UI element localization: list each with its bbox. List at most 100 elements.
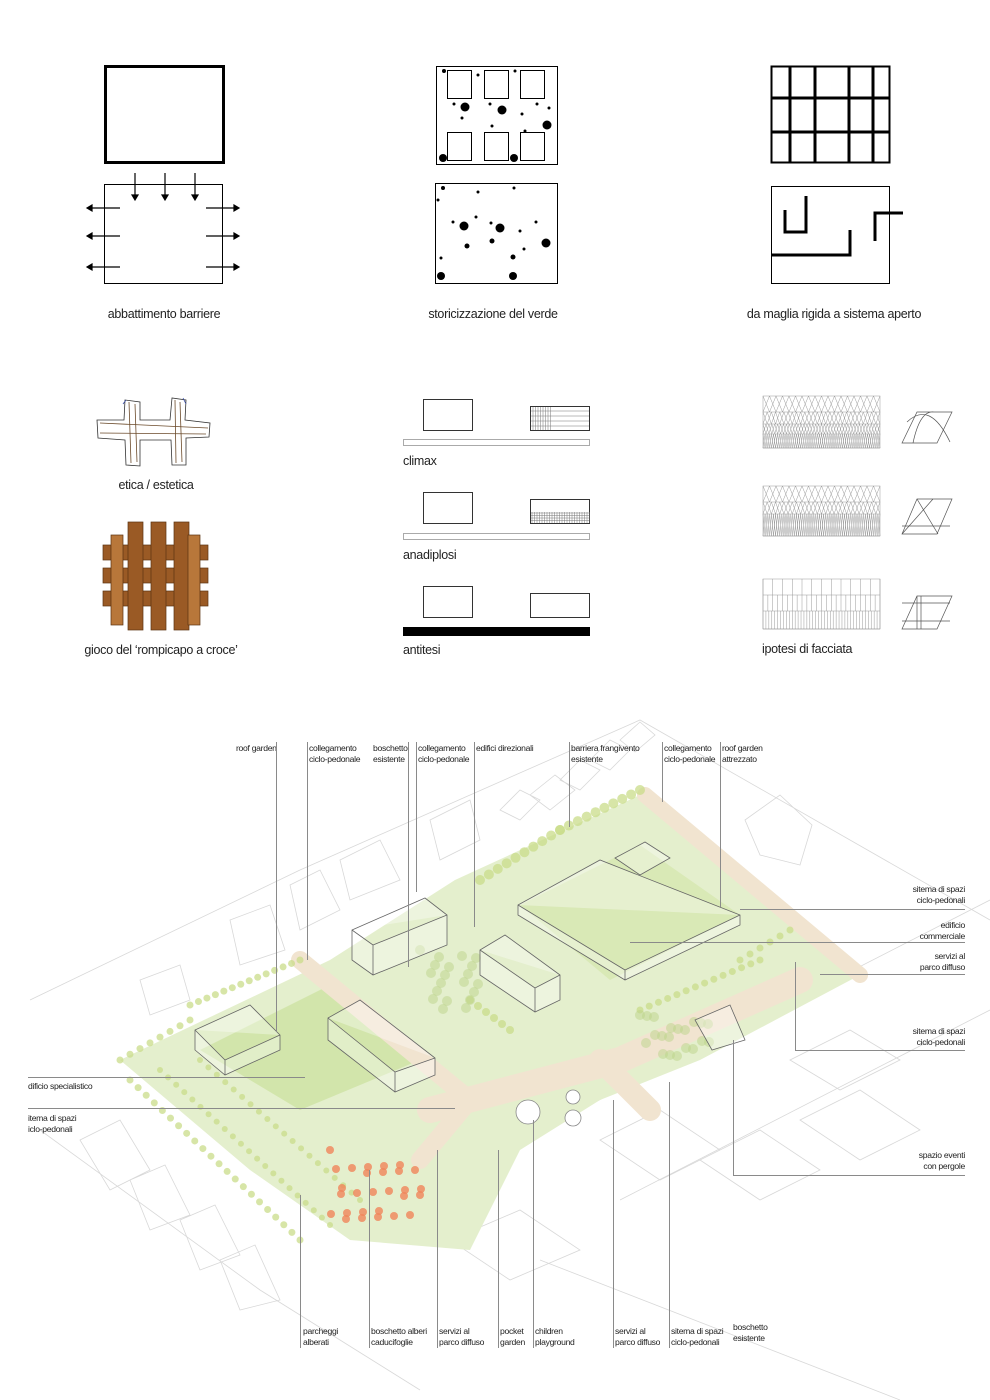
tree-orange: [395, 1167, 403, 1175]
tree: [415, 945, 425, 955]
tree: [222, 1079, 229, 1086]
tree: [247, 1101, 254, 1108]
label-collegamento-3: collegamento ciclo-pedonale: [664, 743, 716, 764]
tree: [438, 1004, 448, 1014]
tree: [213, 1071, 220, 1078]
tree-orange: [401, 1186, 409, 1194]
label-boschetto-esistente: boschetto esistente: [373, 743, 408, 764]
tree: [641, 1038, 651, 1048]
tree: [279, 963, 287, 971]
tree: [672, 1051, 682, 1061]
tree: [166, 1027, 174, 1035]
tree: [475, 875, 485, 885]
tree: [473, 979, 483, 989]
tree: [228, 984, 236, 992]
tree: [183, 1129, 191, 1137]
tree: [197, 1057, 203, 1063]
tree-orange: [379, 1168, 387, 1176]
leader-line: [720, 742, 721, 907]
tree: [221, 1126, 228, 1133]
tree: [327, 1222, 333, 1228]
cross-sketch: [96, 397, 211, 467]
tree: [444, 962, 454, 972]
tree: [626, 789, 637, 800]
tree: [289, 1138, 296, 1145]
tree: [786, 926, 794, 934]
label-sistema-spazi-left: itema di spazi iclo-pedonali: [28, 1113, 77, 1134]
tree-orange: [406, 1211, 414, 1219]
tree: [254, 1155, 261, 1162]
leader-line: [820, 974, 965, 975]
park-ground: [120, 795, 860, 1250]
label-collegamento-1: collegamento ciclo-pedonale: [309, 743, 361, 764]
tree: [463, 969, 473, 979]
label-children-playground: children playground: [535, 1326, 575, 1347]
label-sistema-spazi-bottom: sitema di spazi ciclo-pedonali: [671, 1326, 724, 1347]
tree: [280, 1221, 288, 1229]
tree: [426, 968, 436, 978]
tree: [736, 956, 744, 964]
tree-orange: [326, 1146, 334, 1154]
tree: [673, 991, 681, 999]
caption-anadiplosi: anadiplosi: [403, 548, 457, 562]
tree: [483, 869, 494, 880]
tree: [506, 1026, 514, 1034]
tree-orange: [364, 1163, 372, 1171]
label-servizi-parco-3: servizi al parco diffuso: [615, 1326, 661, 1347]
tree: [537, 836, 548, 847]
tree-orange: [338, 1184, 346, 1192]
tree: [519, 847, 530, 858]
tree-orange: [332, 1165, 340, 1173]
tree: [682, 987, 690, 995]
tree: [175, 1122, 183, 1130]
tree: [286, 1185, 293, 1192]
tree: [255, 1108, 262, 1115]
concept-diagrams: [85, 65, 953, 636]
tree: [459, 977, 469, 987]
caption-maglia-sistema-aperto: da maglia rigida a sistema aperto: [746, 307, 922, 321]
caption-abbattimento-barriere: abbattimento barriere: [107, 307, 221, 321]
leader-line: [416, 742, 417, 892]
tree: [467, 961, 477, 971]
tree: [173, 1081, 180, 1088]
tree: [738, 964, 746, 972]
tree: [474, 1002, 482, 1010]
tree: [288, 1228, 296, 1236]
tree: [599, 802, 610, 813]
leader-line: [740, 909, 965, 910]
tree: [428, 994, 438, 1004]
tree: [134, 1084, 142, 1092]
tree: [254, 973, 262, 981]
tree: [271, 966, 279, 974]
label-sistema-spazi-2: sitema di spazi ciclo-pedonali: [912, 1026, 966, 1047]
pedestrian-paths: [291, 787, 868, 1169]
tree: [272, 1123, 279, 1130]
tree: [492, 863, 503, 874]
tree: [498, 1020, 506, 1028]
tree: [430, 960, 440, 970]
tree: [457, 951, 467, 961]
tree: [442, 996, 452, 1006]
tree: [756, 956, 764, 964]
tree: [572, 816, 583, 827]
tree: [469, 987, 479, 997]
leader-line: [733, 1040, 734, 1175]
tree-orange: [380, 1162, 388, 1170]
tree-orange: [400, 1192, 408, 1200]
tree-orange: [359, 1208, 367, 1216]
label-roof-garden: roof garden: [236, 743, 277, 753]
tree-orange: [353, 1189, 361, 1197]
tree: [348, 1189, 355, 1196]
leader-line: [28, 1077, 305, 1078]
tree: [581, 811, 592, 822]
tree: [635, 785, 645, 795]
tree: [211, 991, 219, 999]
tree: [197, 1103, 204, 1110]
tree: [357, 1197, 363, 1203]
leader-line: [569, 742, 570, 827]
tree: [482, 1008, 490, 1016]
tree-orange: [327, 1210, 335, 1218]
tree: [590, 807, 601, 818]
leader-line: [437, 1150, 438, 1348]
label-roof-garden-attrezzato: roof garden attrezzato: [722, 743, 763, 764]
